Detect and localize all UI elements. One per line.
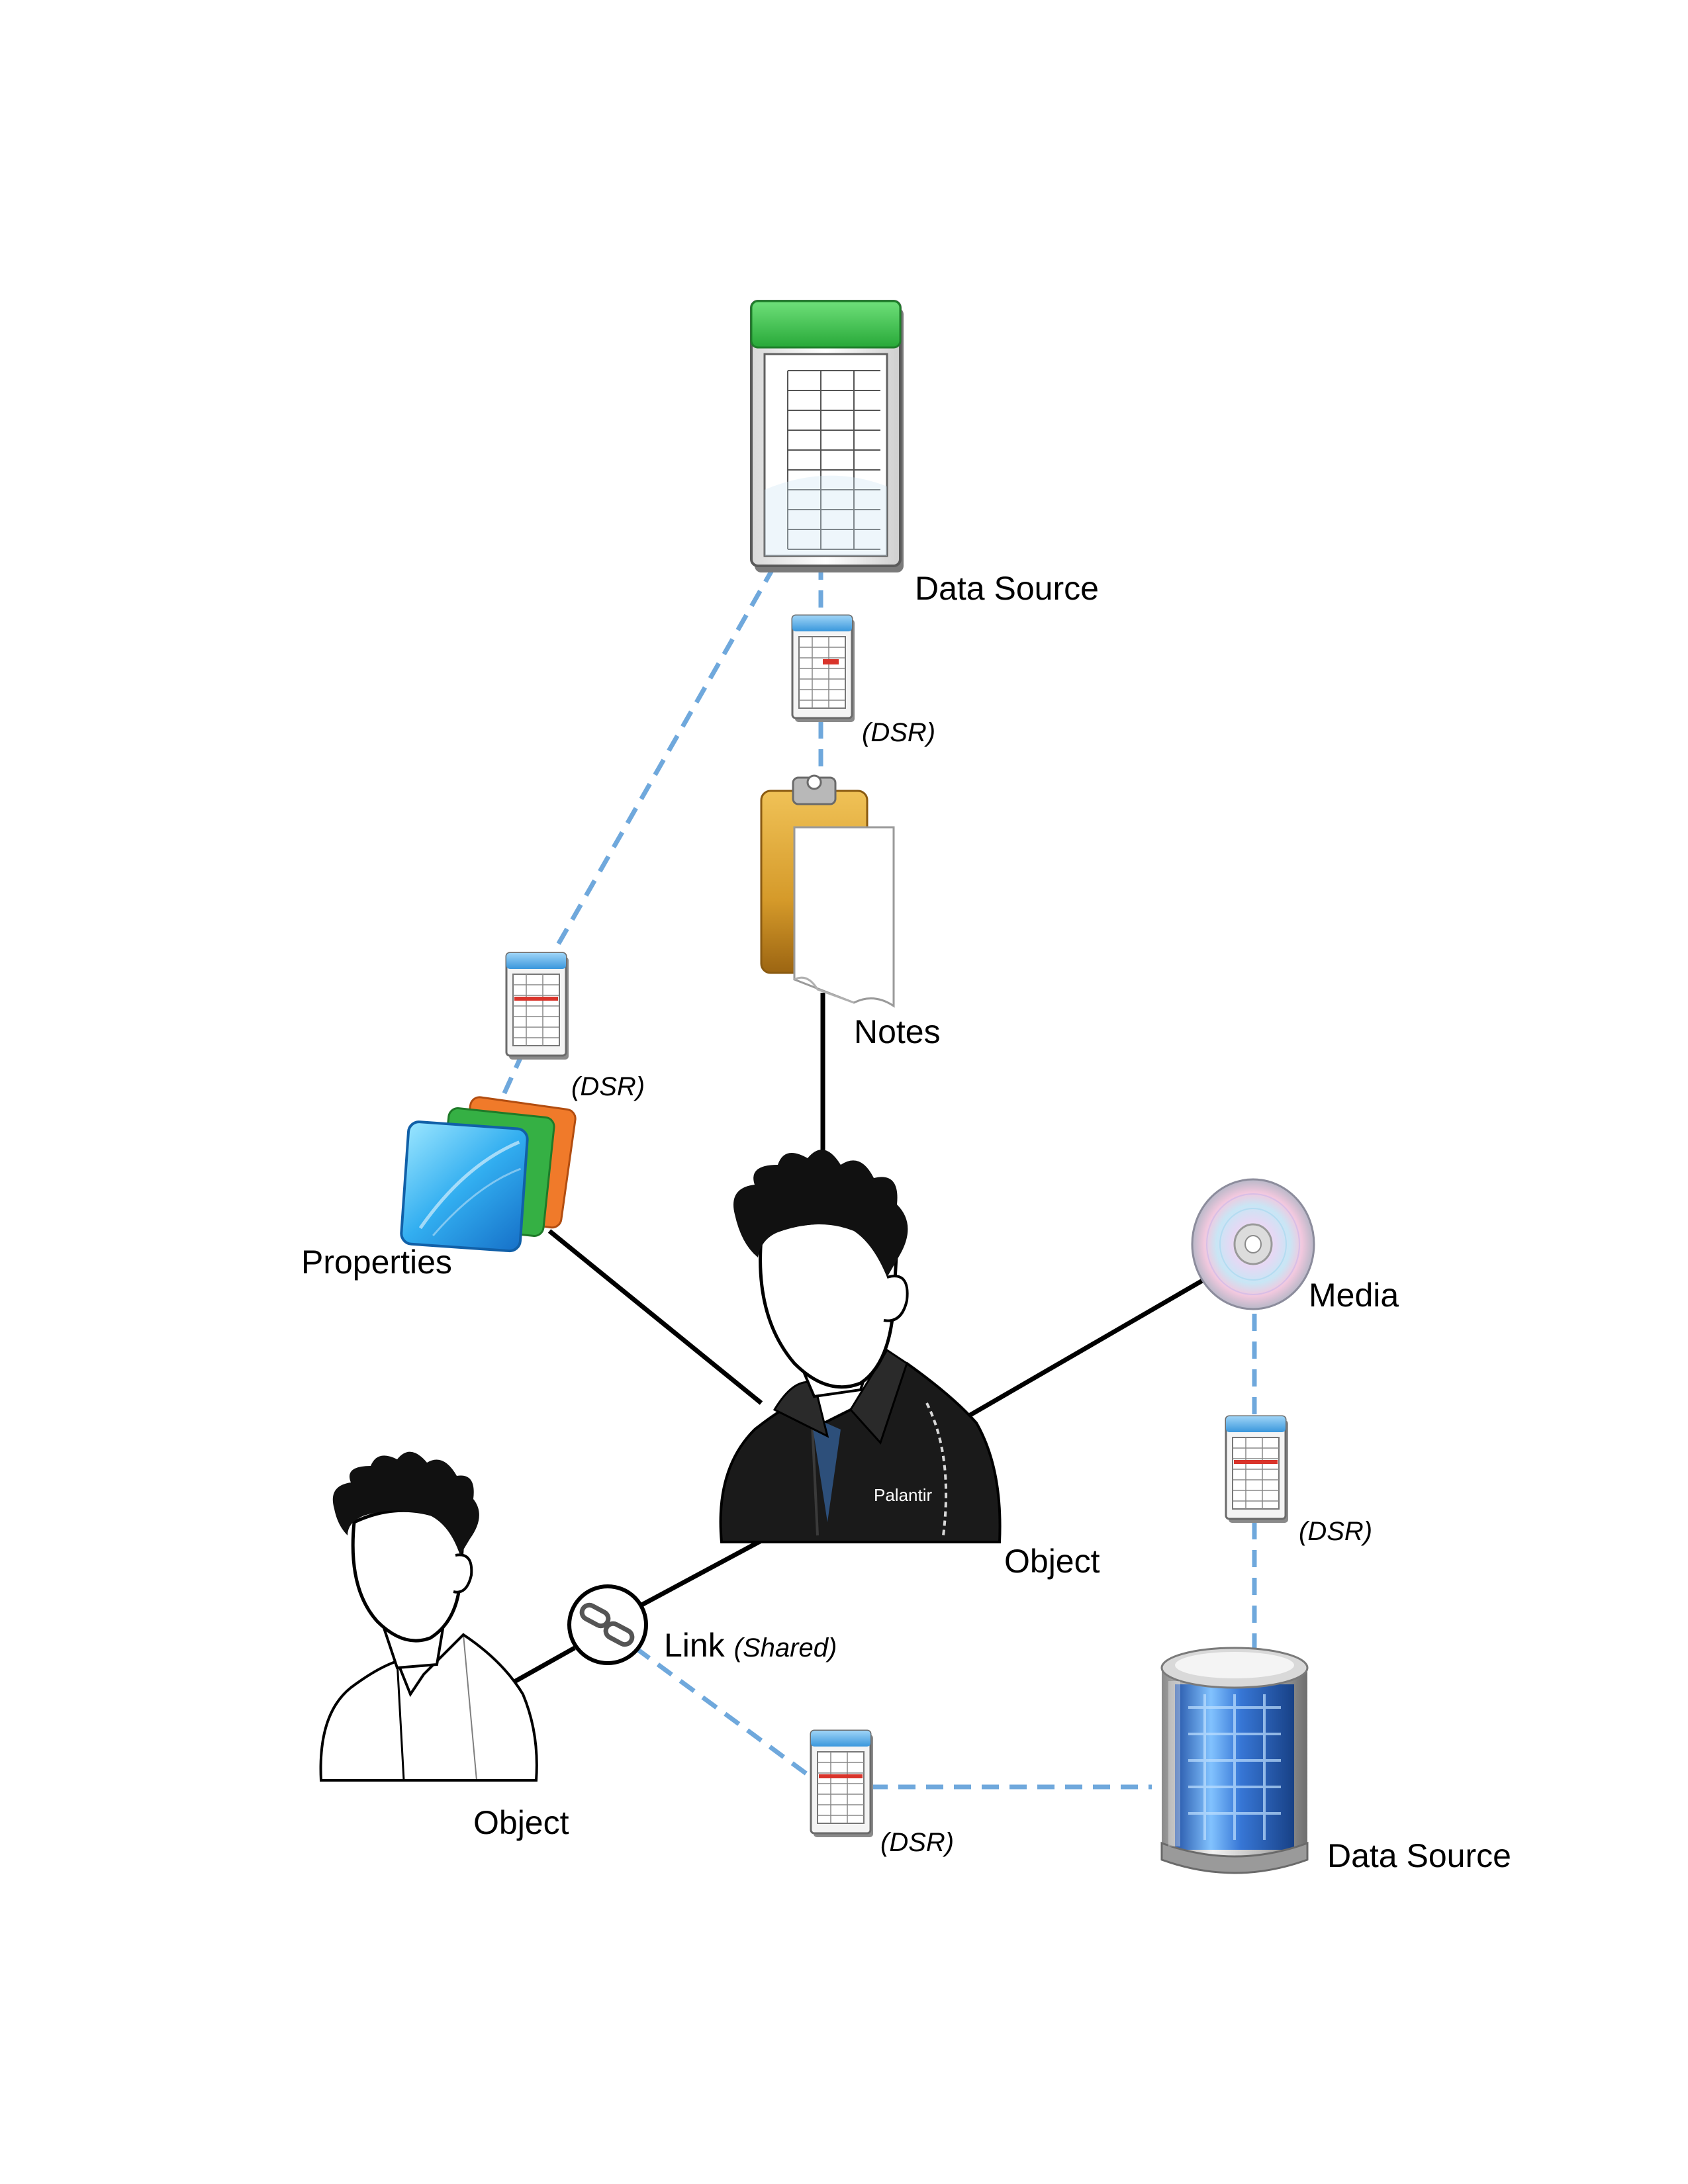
label-link-text: Link xyxy=(664,1627,725,1664)
label-dsr-2: (DSR) xyxy=(571,1072,645,1101)
label-dsr-1: (DSR) xyxy=(862,718,936,747)
label-data-source-bottom: Data Source xyxy=(1327,1837,1511,1874)
dsr-record-icon-3[interactable] xyxy=(1225,1415,1288,1523)
label-data-source-top: Data Source xyxy=(915,570,1099,607)
label-link: Link (Shared) xyxy=(664,1626,837,1664)
edge-properties-to-object xyxy=(547,1229,763,1405)
edge-object-to-link xyxy=(634,1533,773,1611)
label-dsr-4: (DSR) xyxy=(880,1828,955,1857)
database-cylinder-icon[interactable] xyxy=(1160,1647,1309,1874)
cards-icon[interactable] xyxy=(400,1096,577,1253)
clipboard-icon[interactable] xyxy=(760,774,895,1008)
edge-media-to-object xyxy=(955,1275,1209,1426)
person-palantir-icon[interactable] xyxy=(719,1150,1002,1543)
dsr-record-icon-4[interactable] xyxy=(810,1729,873,1837)
label-object-main: Object xyxy=(1004,1543,1100,1580)
edge-datasource-to-dsr-2 xyxy=(547,541,790,961)
label-link-qualifier: (Shared) xyxy=(733,1633,837,1662)
dsr-record-icon-2[interactable] xyxy=(505,952,569,1060)
dsr-record-icon-1[interactable] xyxy=(791,614,855,722)
palantir-badge: Palantir xyxy=(874,1485,932,1505)
chain-link-icon[interactable] xyxy=(567,1584,648,1665)
label-properties: Properties xyxy=(301,1244,452,1281)
edge-link-to-object-secondary xyxy=(508,1645,576,1687)
edge-link-to-dsr-4 xyxy=(633,1646,813,1779)
label-notes: Notes xyxy=(854,1013,941,1050)
label-dsr-3: (DSR) xyxy=(1299,1517,1373,1546)
disc-icon[interactable] xyxy=(1191,1178,1315,1310)
label-object-secondary: Object xyxy=(473,1804,569,1841)
label-media: Media xyxy=(1309,1277,1399,1314)
spreadsheet-icon[interactable] xyxy=(750,300,904,572)
person-outline-icon[interactable] xyxy=(319,1451,538,1782)
